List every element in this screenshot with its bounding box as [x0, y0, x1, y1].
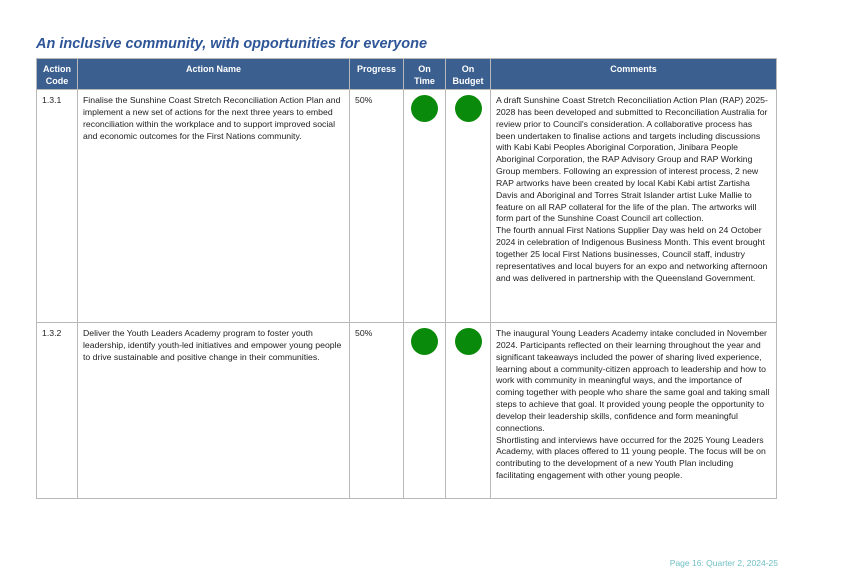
header-action-code: Action Code: [36, 58, 78, 90]
comment-paragraph: A draft Sunshine Coast Stretch Reconcili…: [496, 95, 768, 224]
comment-paragraph: The inaugural Young Leaders Academy inta…: [496, 328, 770, 433]
header-on-time: On Time: [403, 58, 446, 90]
status-circle-icon: [411, 95, 438, 122]
status-circle-icon: [454, 328, 482, 355]
comment-paragraph: The fourth annual First Nations Supplier…: [496, 225, 768, 283]
header-action-name: Action Name: [77, 58, 350, 90]
action-code: 1.3.1: [36, 89, 78, 323]
header-on-budget: On Budget: [445, 58, 491, 90]
on-time-cell: [403, 89, 446, 323]
on-time-cell: [403, 322, 446, 499]
action-name: Finalise the Sunshine Coast Stretch Reco…: [77, 89, 350, 323]
progress-value: 50%: [349, 89, 404, 323]
comment-paragraph: Shortlisting and interviews have occurre…: [496, 434, 766, 481]
section-title: An inclusive community, with opportuniti…: [36, 36, 428, 52]
action-code: 1.3.2: [36, 322, 78, 499]
on-budget-cell: [445, 322, 491, 499]
table-header-row: Action Code Action Name Progress On Time…: [36, 58, 777, 90]
comments-cell: The inaugural Young Leaders Academy inta…: [490, 322, 777, 499]
table-row: 1.3.2 Deliver the Youth Leaders Academy …: [36, 322, 777, 499]
header-progress: Progress: [349, 58, 404, 90]
actions-table: Action Code Action Name Progress On Time…: [36, 58, 777, 499]
comments-cell: A draft Sunshine Coast Stretch Reconcili…: [490, 89, 777, 323]
status-circle-icon: [454, 95, 482, 122]
table-row: 1.3.1 Finalise the Sunshine Coast Stretc…: [36, 89, 777, 323]
status-circle-icon: [411, 328, 438, 355]
header-comments: Comments: [490, 58, 777, 90]
action-name: Deliver the Youth Leaders Academy progra…: [77, 322, 350, 499]
progress-value: 50%: [349, 322, 404, 499]
page-footer: Page 16: Quarter 2, 2024-25: [669, 558, 778, 568]
on-budget-cell: [445, 89, 491, 323]
